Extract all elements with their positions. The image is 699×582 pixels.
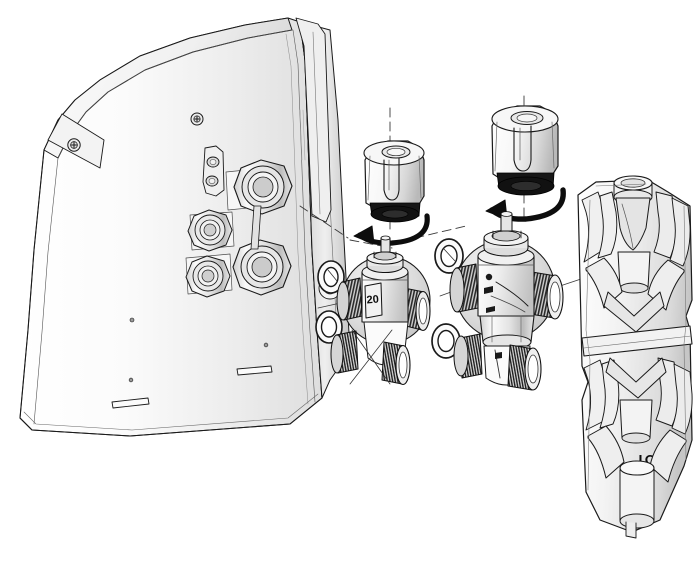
shell-upper-cone	[615, 197, 651, 251]
actuator-right-groove	[513, 125, 532, 172]
valve-body-left: 20	[330, 235, 431, 386]
actuator-left-groove	[383, 157, 400, 201]
valve-right-union-flats	[491, 315, 522, 343]
shell-right-ribs-upper	[653, 191, 691, 267]
valve-right-port-east	[529, 271, 564, 320]
actuator-left-facet-r	[418, 155, 422, 199]
actuator-right-facet-l	[494, 121, 498, 172]
valve-left-port-southeast	[381, 341, 411, 386]
housing-bottom-edge	[19, 397, 323, 437]
boiler-housing	[19, 17, 351, 437]
valve-body-right	[449, 211, 564, 391]
actuator-right-collar-bore	[510, 181, 542, 191]
rotation-arrow-left	[353, 213, 430, 246]
valve-right-bottom-mark	[495, 352, 502, 359]
valve-left-marking-plate: 20	[364, 282, 383, 319]
housing-fin-line	[312, 31, 321, 215]
actuator-left-indicator-inner	[386, 147, 406, 157]
valve-right-port-southwest	[453, 333, 483, 379]
housing-vent-slots	[111, 365, 273, 409]
valve-right-port-west	[449, 263, 479, 313]
actuator-left-facet-l	[367, 155, 371, 201]
shell-bottom-spigot	[619, 460, 655, 539]
phillips-screw-left	[67, 138, 81, 152]
shell-lower-cone	[605, 357, 667, 399]
shell-edge-highlight-left	[585, 199, 591, 491]
housing-left-fold	[19, 149, 45, 419]
pipe-fitting-nut-2	[232, 239, 292, 296]
valve-right-emblem	[484, 273, 495, 313]
shell-centre-neck-lower	[619, 399, 653, 439]
housing-rear-fin	[295, 17, 332, 223]
housing-vertical-seam-2	[292, 29, 316, 403]
valve-left-port-west	[336, 277, 363, 321]
valve-right-stem	[483, 211, 529, 257]
actuator-head-right	[491, 105, 559, 196]
housing-small-connector-plate	[202, 145, 225, 197]
valve-left-lower-crossline	[349, 329, 393, 385]
housing-left-fold-2	[33, 157, 59, 425]
valve-size-label: 20	[366, 294, 379, 307]
gasket-3	[434, 238, 464, 274]
housing-vertical-seam-3	[285, 33, 309, 405]
gasket-1	[317, 260, 345, 294]
shell-waist-band	[581, 325, 693, 357]
housing-fin-hatch	[299, 109, 306, 161]
valve-right-port-southeast	[507, 344, 542, 391]
shell-left-ribs-upper	[581, 191, 618, 263]
housing-bottom-edge-2	[23, 393, 319, 431]
housing-front-panel	[19, 17, 323, 437]
shell-centre-seat	[603, 291, 665, 333]
shell-edge-highlight-right	[683, 205, 687, 461]
actuator-right-facet-r	[551, 121, 555, 169]
actuator-right-indicator-inner	[516, 113, 538, 123]
gasket-4	[431, 323, 461, 359]
valve-right-body-curve	[495, 281, 529, 307]
phillips-screw-center	[190, 112, 204, 126]
shell-lower-lobes	[587, 425, 687, 483]
actuator-left-collar-bore	[381, 209, 409, 219]
shell-edge-highlight-top	[595, 183, 647, 187]
housing-mounting-holes	[128, 317, 269, 383]
insulation-shell: HOT	[577, 175, 693, 539]
pipe-fitting-nut-4	[185, 255, 231, 298]
pipe-fitting-nut-3	[187, 209, 233, 252]
valve-left-port-southwest	[330, 330, 359, 374]
pipe-fitting-nut-1	[233, 159, 293, 215]
actuator-head-left	[363, 140, 425, 223]
valve-right-body-curve-2	[490, 295, 526, 313]
valve-left-stem	[366, 235, 404, 273]
housing-nut-link-bar	[250, 205, 262, 250]
